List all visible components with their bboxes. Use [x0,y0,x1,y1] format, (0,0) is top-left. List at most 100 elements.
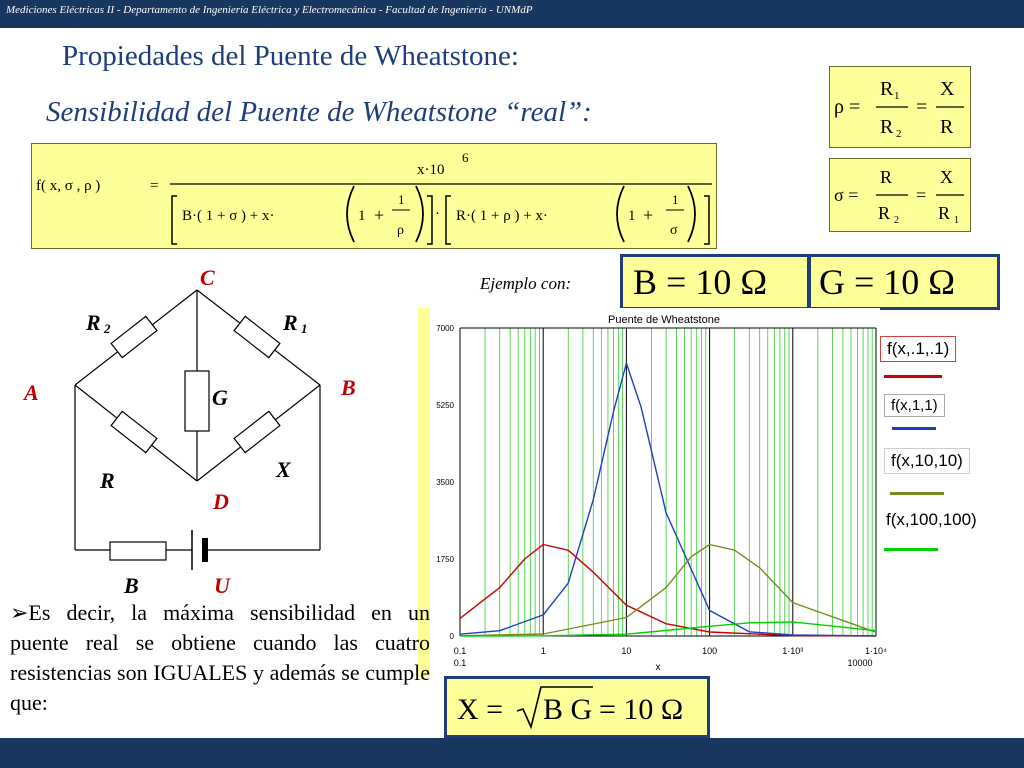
sensitivity-chart: Puente de Wheatstone 0 1750 3500 5250 7000 0.… [418,308,887,678]
result-lhs: X = [457,693,503,726]
chart-xlabel: x [656,662,661,673]
x-label: X [275,457,292,482]
legend-series-2: f(x,1,1) [884,394,945,417]
sigma-d1-sub: 2 [894,215,899,226]
result-radicand: B G [543,693,592,726]
legend-series-1-text: f(x,.1,.1) [887,339,950,358]
formula-den-right: R·( 1 + ρ ) + x· [456,208,548,224]
chart-y-tick: 1750 [436,555,454,564]
rho-n1-sub: 1 [894,90,900,102]
example-label: Ejemplo con: [480,274,572,293]
example-g-eq: G = 10 Ω [819,262,956,302]
chart-series-line-2 [459,362,877,637]
chart-x-tick: 1 [541,646,546,656]
sigma-d2-sub: 1 [954,215,959,226]
node-b-label: B [340,375,356,400]
sigma-eq: = [916,185,926,205]
resistor-b [109,541,167,561]
chart-y-tick: 0 [450,632,455,641]
sensitivity-formula-svg: f( x, σ , ρ ) = x·10 6 B·( 1 + σ ) + x· … [36,150,712,245]
legend-series-4: f(x,100,100) [880,508,983,532]
rho-n1: R [880,78,894,100]
legend-swatch-3 [890,492,944,495]
rho-definition: ρ = R 1 R 2 = X R [829,66,971,148]
legend-series-3-text: f(x,10,10) [891,451,963,470]
node-c-label: C [200,265,215,290]
r1-label: R [282,310,298,335]
formula-one-a: 1 [358,208,366,224]
formula-plus-a: + [374,205,384,225]
formula-dot: · [435,206,440,222]
formula-sigma: σ [670,223,678,238]
sqrt-icon [516,686,593,730]
chart-series-line-4 [459,621,877,637]
legend-series-3: f(x,10,10) [884,448,970,474]
example-b-eq: B = 10 Ω [633,262,768,302]
formula-one-c: 1 [628,208,636,224]
formula-one-d: 1 [672,192,679,207]
formula-numerator-exp: 6 [462,150,469,165]
circuit-labels: C A B D U R 2 R 1 G R X B [22,265,356,598]
g-label: G [212,385,228,410]
legend-series-4-text: f(x,100,100) [886,510,977,529]
chart-y-tick: 7000 [436,324,454,333]
chart-y-tick: 5250 [436,401,454,410]
result-formula-svg: X = B G = 10 Ω [457,686,683,730]
wheatstone-circuit: C A B D U R 2 R 1 G R X B [22,265,356,598]
legend-swatch-1 [884,375,942,378]
resistor-r2 [110,315,158,359]
node-d-label: D [212,489,229,514]
chart-title: Puente de Wheatstone [608,314,720,326]
header-text: Mediciones Eléctricas II - Departamento … [6,4,533,16]
footer-bar [0,738,1024,768]
chart-grid [459,327,877,637]
chart-series-line-3 [459,543,877,637]
rho-d1: R [880,116,894,138]
formula-numerator: x·10 [417,162,445,178]
formula-rho: ρ [397,223,404,238]
formula-den-left: B·( 1 + σ ) + x· [182,208,275,224]
chart-x-tick: 1·10³ [782,646,803,656]
formula-eq: = [150,178,158,194]
galvanometer-g [184,370,210,432]
legend-swatch-2 [892,427,936,430]
r-label: R [99,468,115,493]
r2-label: R [85,310,101,335]
sigma-lhs: σ = [834,185,858,205]
slide-title: Propiedades del Puente de Wheatstone: [62,40,519,72]
node-a-label: A [22,380,39,405]
rho-d1-sub: 2 [896,128,902,140]
conclusion-paragraph: ➢Es decir, la máxima sensibilidad en un … [10,600,430,715]
sigma-n1: R [880,167,892,187]
sensitivity-formula: f( x, σ , ρ ) = x·10 6 B·( 1 + σ ) + x· … [31,143,717,249]
r2-sub-label: 2 [103,321,111,336]
formula-plus-b: + [643,205,653,225]
chart-lines [459,362,877,637]
chart-x-tick: 0.1 [454,646,467,656]
sigma-d2: R [938,203,950,223]
sigma-definition: σ = R R 2 = X R 1 [829,158,971,232]
resistor-x [233,410,281,454]
r1-sub-label: 1 [301,321,308,336]
rho-eq: = [916,96,927,118]
result-box: X = B G = 10 Ω [444,676,710,738]
slide-subtitle: Sensibilidad del Puente de Wheatstone “r… [46,96,592,128]
chart-x-tick-bottom: 10000 [847,658,872,668]
rb-label: B [123,573,139,598]
header-bar: Mediciones Eléctricas II - Departamento … [0,0,1024,28]
chart-x-tick: 100 [702,646,717,656]
legend-series-2-text: f(x,1,1) [891,397,938,414]
example-g-box: G = 10 Ω [808,254,1000,310]
sigma-d1: R [878,203,890,223]
formula-one-b: 1 [398,192,405,207]
legend-series-1: f(x,.1,.1) [880,336,957,362]
circuit-resistors [109,315,281,561]
sigma-definition-svg: σ = R R 2 = X R 1 [834,167,964,226]
rho-lhs: ρ = [834,96,860,118]
chart-x-tick-bottom: 0.1 [454,658,467,668]
rho-d2: R [940,116,954,138]
chart-y-tick: 3500 [436,478,454,487]
formula-lhs: f( x, σ , ρ ) [36,178,100,194]
chart-bg [418,308,880,678]
